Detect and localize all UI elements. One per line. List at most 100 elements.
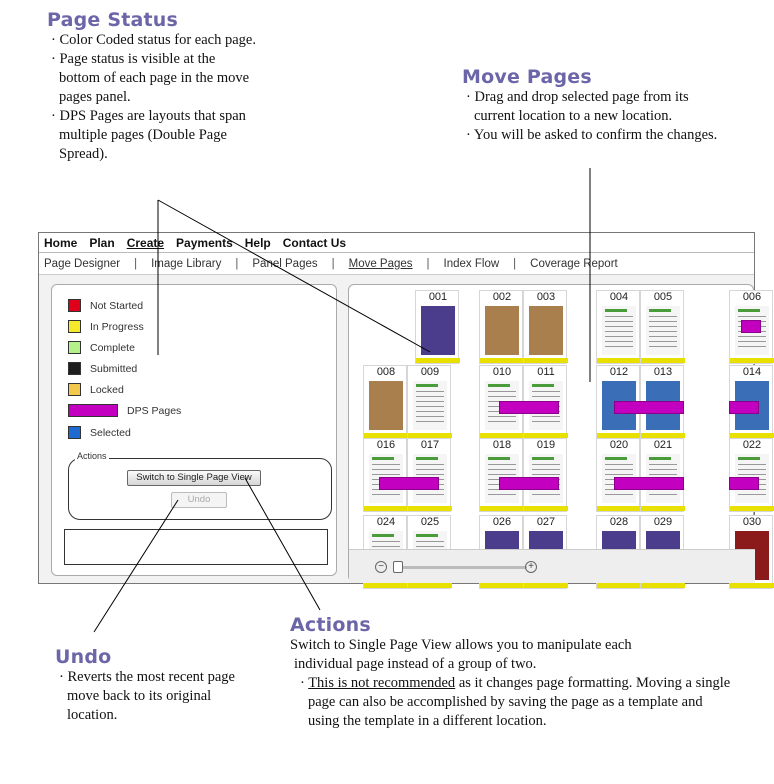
preview-line <box>532 421 560 422</box>
page-status-bar <box>641 583 685 588</box>
zoom-slider-handle[interactable] <box>393 561 403 573</box>
dps-spread-marker <box>614 401 684 414</box>
preview-line <box>416 464 444 465</box>
legend-label: DPS Pages <box>127 404 182 417</box>
preview-line <box>532 416 560 417</box>
menu-plan[interactable]: Plan <box>89 235 115 250</box>
preview-line <box>649 326 677 327</box>
preview-header <box>372 534 394 537</box>
page-thumbnail[interactable]: 004 <box>596 290 641 364</box>
page-thumbnail[interactable]: 001 <box>415 290 460 364</box>
preview-line <box>532 494 560 495</box>
page-thumbnail[interactable]: 019 <box>523 438 568 512</box>
preview-line <box>649 464 677 465</box>
menu-payments[interactable]: Payments <box>176 235 233 250</box>
page-preview <box>529 306 563 355</box>
dps-spread-marker <box>741 320 761 333</box>
page-thumbnail[interactable]: 008 <box>363 365 408 439</box>
dps-spread-marker <box>499 477 559 490</box>
preview-line <box>738 464 766 465</box>
page-thumbnail[interactable]: 002 <box>479 290 524 364</box>
preview-header <box>738 309 760 312</box>
preview-line <box>649 341 677 342</box>
page-number: 002 <box>492 291 512 303</box>
menu-help[interactable]: Help <box>244 235 271 250</box>
switch-single-page-view-button[interactable]: Switch to Single Page View <box>127 470 261 486</box>
preview-line <box>416 391 444 392</box>
page-status-bar <box>730 433 774 438</box>
page-number: 025 <box>420 516 440 528</box>
preview-header <box>649 309 671 312</box>
page-preview <box>602 306 636 355</box>
page-status-bar <box>364 583 408 588</box>
page-thumbnail[interactable]: 003 <box>523 290 568 364</box>
page-number: 013 <box>653 366 673 378</box>
preview-line <box>372 494 400 495</box>
page-number: 010 <box>492 366 512 378</box>
page-status-bar <box>364 506 408 511</box>
page-status-title: Page Status <box>47 9 179 31</box>
preview-line <box>605 469 633 470</box>
page-number: 029 <box>653 516 673 528</box>
page-thumbnail[interactable]: 020 <box>596 438 641 512</box>
tab-panel-pages[interactable]: Panel Pages <box>252 257 318 270</box>
page-thumbnail[interactable]: 005 <box>640 290 685 364</box>
tab-coverage-report[interactable]: Coverage Report <box>530 257 618 270</box>
page-thumbnail[interactable]: 009 <box>407 365 452 439</box>
preview-line <box>649 321 677 322</box>
preview-line <box>372 464 400 465</box>
preview-header <box>605 309 627 312</box>
undo-callout: Undo Reverts the most recent page move b… <box>55 646 255 725</box>
tab-index-flow[interactable]: Index Flow <box>443 257 500 270</box>
preview-line <box>532 469 560 470</box>
legend-label: Locked <box>90 383 124 396</box>
menu-contact-us[interactable]: Contact Us <box>282 235 347 250</box>
page-number: 028 <box>609 516 629 528</box>
menu-create[interactable]: Create <box>126 235 165 250</box>
status-swatch <box>68 299 81 312</box>
page-thumbnail[interactable]: 016 <box>363 438 408 512</box>
page-status-bar <box>524 433 568 438</box>
menu-home[interactable]: Home <box>44 235 78 250</box>
lock-icon <box>68 383 81 396</box>
actions-group-label: Actions <box>75 451 109 461</box>
page-thumbnail[interactable]: 018 <box>479 438 524 512</box>
legend-label: Complete <box>90 341 135 354</box>
zoom-slider-track[interactable] <box>399 566 527 569</box>
tab-page-designer[interactable]: Page Designer <box>44 257 121 270</box>
preview-line <box>738 346 766 347</box>
preview-header <box>649 457 671 460</box>
tab-move-pages[interactable]: Move Pages <box>348 257 413 270</box>
page-thumbnail[interactable]: 022 <box>729 438 774 512</box>
page-status-bullet: DPS Pages are layouts that span multiple… <box>47 107 257 164</box>
preview-line <box>605 341 633 342</box>
page-number: 009 <box>420 366 440 378</box>
page-number: 003 <box>536 291 556 303</box>
page-thumbnail[interactable]: 021 <box>640 438 685 512</box>
preview-line <box>605 346 633 347</box>
zoom-out-icon[interactable]: − <box>375 561 387 573</box>
tab-image-library[interactable]: Image Library <box>151 257 222 270</box>
actions-text-2: individual page instead of a group of tw… <box>294 656 537 672</box>
page-status-bar <box>480 433 524 438</box>
dps-spread-marker <box>729 401 759 414</box>
page-status-bar <box>408 583 452 588</box>
preview-line <box>605 331 633 332</box>
undo-button[interactable]: Undo <box>171 492 227 508</box>
dps-spread-marker <box>499 401 559 414</box>
preview-line <box>605 316 633 317</box>
page-number: 020 <box>609 439 629 451</box>
page-number: 014 <box>742 366 762 378</box>
preview-header <box>488 457 510 460</box>
preview-header <box>416 534 438 537</box>
page-status-bar <box>597 583 641 588</box>
preview-line <box>649 474 677 475</box>
preview-line <box>532 396 560 397</box>
app-window: Home Plan Create Payments Help Contact U… <box>38 232 774 589</box>
zoom-in-icon[interactable]: + <box>525 561 537 573</box>
status-swatch <box>68 404 118 417</box>
preview-line <box>605 464 633 465</box>
page-thumbnail[interactable]: 017 <box>407 438 452 512</box>
